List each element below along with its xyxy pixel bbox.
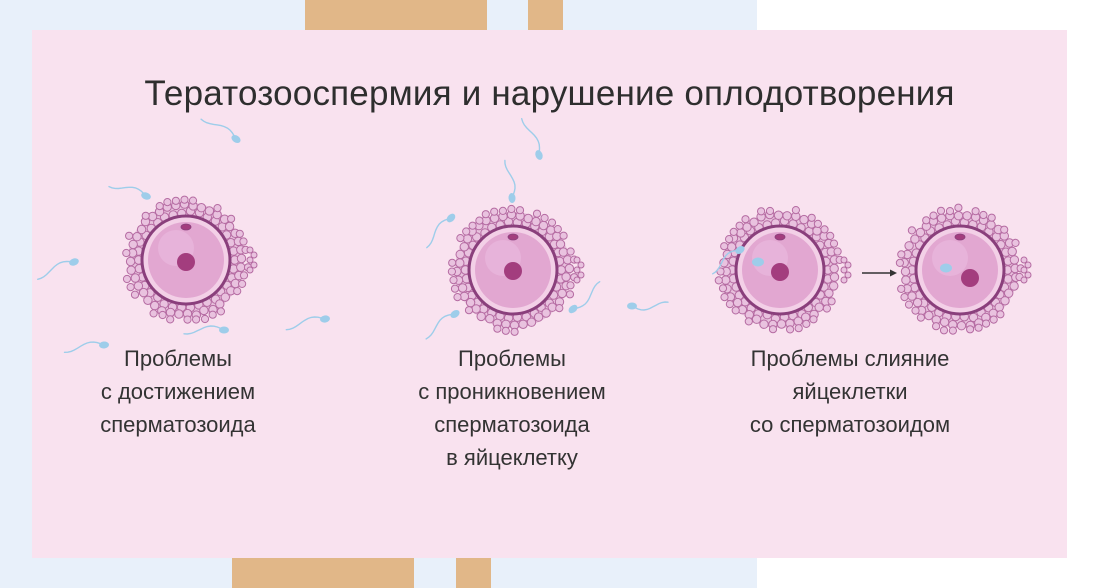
sperm	[568, 281, 601, 314]
sperm	[425, 309, 460, 340]
sperm-cells	[37, 118, 745, 353]
caption-reaching: Проблемы с достижением сперматозоида	[58, 342, 298, 441]
page-title: Тератозооспермия и нарушение оплодотворе…	[144, 74, 955, 113]
caption-penetration: Проблемы с проникновением сперматозоида …	[362, 342, 662, 474]
caption-line: Проблемы слияние	[750, 346, 950, 371]
caption-line: яйцеклетки	[792, 379, 908, 404]
egg-cell-fusion-before	[714, 206, 852, 334]
decor-bar-top-left	[305, 0, 487, 30]
egg-cell-fusion-after	[895, 203, 1032, 335]
sperm	[285, 315, 330, 331]
sperm	[63, 341, 109, 353]
caption-line: со сперматозоидом	[749, 412, 951, 437]
caption-line: сперматозоида	[100, 412, 256, 437]
caption-line: в яйцеклетку	[446, 445, 578, 470]
decor-bar-top-right	[528, 0, 563, 30]
sperm	[37, 258, 79, 280]
egg-cell-reaching	[122, 195, 258, 324]
arrow-icon	[862, 269, 897, 277]
sperm	[200, 118, 241, 144]
caption-line: Проблемы	[124, 346, 232, 371]
caption-line: Проблемы	[458, 346, 566, 371]
caption-line: сперматозоида	[434, 412, 590, 437]
egg-cell-penetration	[447, 204, 585, 336]
caption-line: с достижением	[100, 379, 256, 404]
sperm	[183, 325, 229, 335]
egg-cells	[122, 195, 1032, 336]
decor-bar-bottom-right	[456, 558, 491, 588]
sperm	[521, 118, 543, 160]
caption-fusion: Проблемы слияние яйцеклетки со сперматоз…	[700, 342, 1000, 441]
sperm	[426, 213, 456, 249]
sperm	[504, 159, 516, 203]
sperm	[108, 185, 151, 200]
sperm	[712, 245, 745, 275]
caption-line: с проникновением	[418, 379, 606, 404]
decor-bar-bottom-left	[232, 558, 414, 588]
sperm	[627, 301, 669, 311]
